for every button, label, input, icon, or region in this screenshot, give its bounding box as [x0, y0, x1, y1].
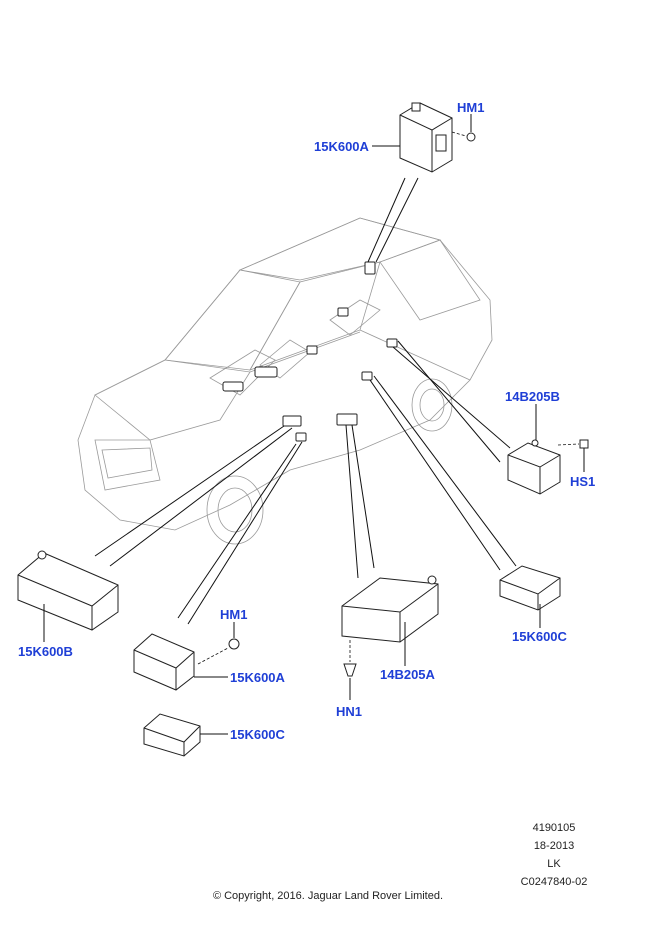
- clip-hn1: [343, 640, 357, 700]
- module-floor-rear: [361, 371, 373, 381]
- reference-code: 4190105: [532, 822, 576, 834]
- callout-hm1-mid: HM1: [220, 607, 247, 622]
- callout-15k600a-mid: 15K600A: [230, 670, 286, 685]
- callout-14b205a: 14B205A: [380, 667, 436, 682]
- module-dash: [222, 381, 244, 392]
- module-roof: [364, 261, 376, 275]
- copyright-notice: © Copyright, 2016. Jaguar Land Rover Lim…: [212, 890, 444, 902]
- callout-15k600b: 15K600B: [18, 644, 73, 659]
- reference-drawing-number: C0247840-02: [520, 876, 588, 888]
- module-14b205a: [341, 575, 439, 643]
- module-15k600a-top: [399, 102, 453, 173]
- module-floor-front: [282, 415, 302, 427]
- screw-hm1-top: [451, 114, 476, 142]
- vehicle-outline: [77, 217, 493, 545]
- screw-hs1: [557, 439, 589, 472]
- callout-hs1: HS1: [570, 474, 595, 489]
- callout-15k600a-top: 15K600A: [314, 139, 370, 154]
- module-14b205b: [507, 439, 561, 495]
- module-15k600a-mid: [133, 633, 195, 691]
- module-floor-small: [295, 432, 307, 442]
- callout-hn1: HN1: [336, 704, 362, 719]
- module-floor-centre: [336, 413, 358, 426]
- module-15k600c-mid: [143, 713, 201, 757]
- reference-initials: LK: [547, 858, 561, 870]
- callout-hm1-top: HM1: [457, 100, 484, 115]
- module-rear-side: [386, 338, 398, 348]
- reference-date: 18-2013: [533, 840, 575, 852]
- module-15k600c-right: [499, 565, 561, 611]
- module-seat: [254, 366, 278, 378]
- module-pillar: [306, 345, 318, 355]
- module-rear-roof: [337, 307, 349, 317]
- callout-14b205b: 14B205B: [505, 389, 560, 404]
- in-vehicle-modules: [222, 261, 398, 442]
- callout-15k600c-right: 15K600C: [512, 629, 568, 644]
- callout-15k600c-mid: 15K600C: [230, 727, 286, 742]
- module-15k600b: [17, 550, 119, 631]
- screw-hm1-mid: [197, 622, 240, 665]
